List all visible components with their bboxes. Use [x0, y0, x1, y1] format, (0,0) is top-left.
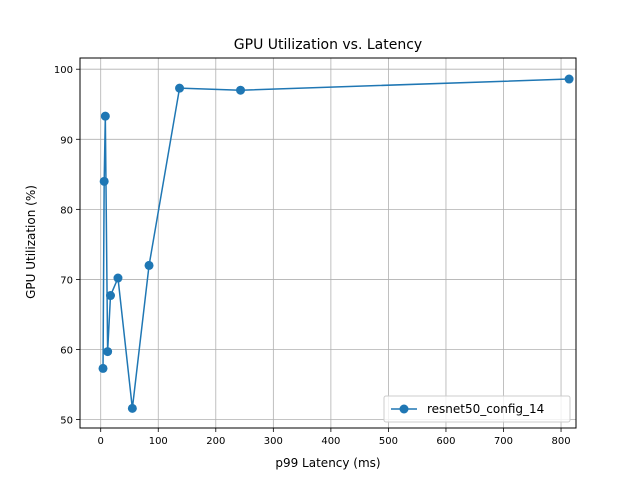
x-axis: 0 100 200 300 400 500 600 700 800: [98, 428, 571, 447]
x-tick-label: 200: [206, 436, 225, 447]
y-axis: 50 60 70 80 90 100: [54, 65, 80, 427]
x-tick-label: 500: [379, 436, 398, 447]
data-point: [236, 85, 246, 95]
data-point: [144, 260, 154, 270]
data-point: [105, 291, 115, 301]
x-tick-label: 800: [551, 436, 570, 447]
legend-label: resnet50_config_14: [427, 402, 544, 416]
y-tick-label: 100: [54, 65, 73, 76]
y-tick-label: 60: [60, 346, 73, 357]
y-tick-label: 80: [60, 205, 73, 216]
data-point: [113, 273, 123, 283]
x-tick-label: 300: [264, 436, 283, 447]
y-tick-label: 50: [60, 416, 73, 427]
legend: resnet50_config_14: [383, 395, 571, 423]
legend-box: [383, 395, 571, 423]
x-tick-label: 400: [321, 436, 340, 447]
data-point: [564, 74, 574, 84]
x-tick-label: 600: [436, 436, 455, 447]
data-point: [99, 176, 109, 186]
x-axis-label: p99 Latency (ms): [275, 456, 380, 470]
y-axis-label: GPU Utilization (%): [24, 185, 38, 299]
data-point: [100, 111, 110, 121]
legend-marker: [399, 404, 409, 414]
plot-area: [80, 58, 576, 428]
x-tick-label: 700: [494, 436, 513, 447]
data-point: [127, 403, 137, 413]
x-tick-label: 0: [98, 436, 104, 447]
y-tick-label: 90: [60, 135, 73, 146]
series-layer: [98, 74, 574, 413]
x-tick-label: 100: [149, 436, 168, 447]
data-point: [175, 83, 185, 93]
y-tick-label: 70: [60, 275, 73, 286]
chart-title: GPU Utilization vs. Latency: [234, 37, 422, 53]
data-point: [98, 363, 108, 373]
data-point: [103, 347, 113, 357]
plot-frame: [79, 57, 577, 429]
